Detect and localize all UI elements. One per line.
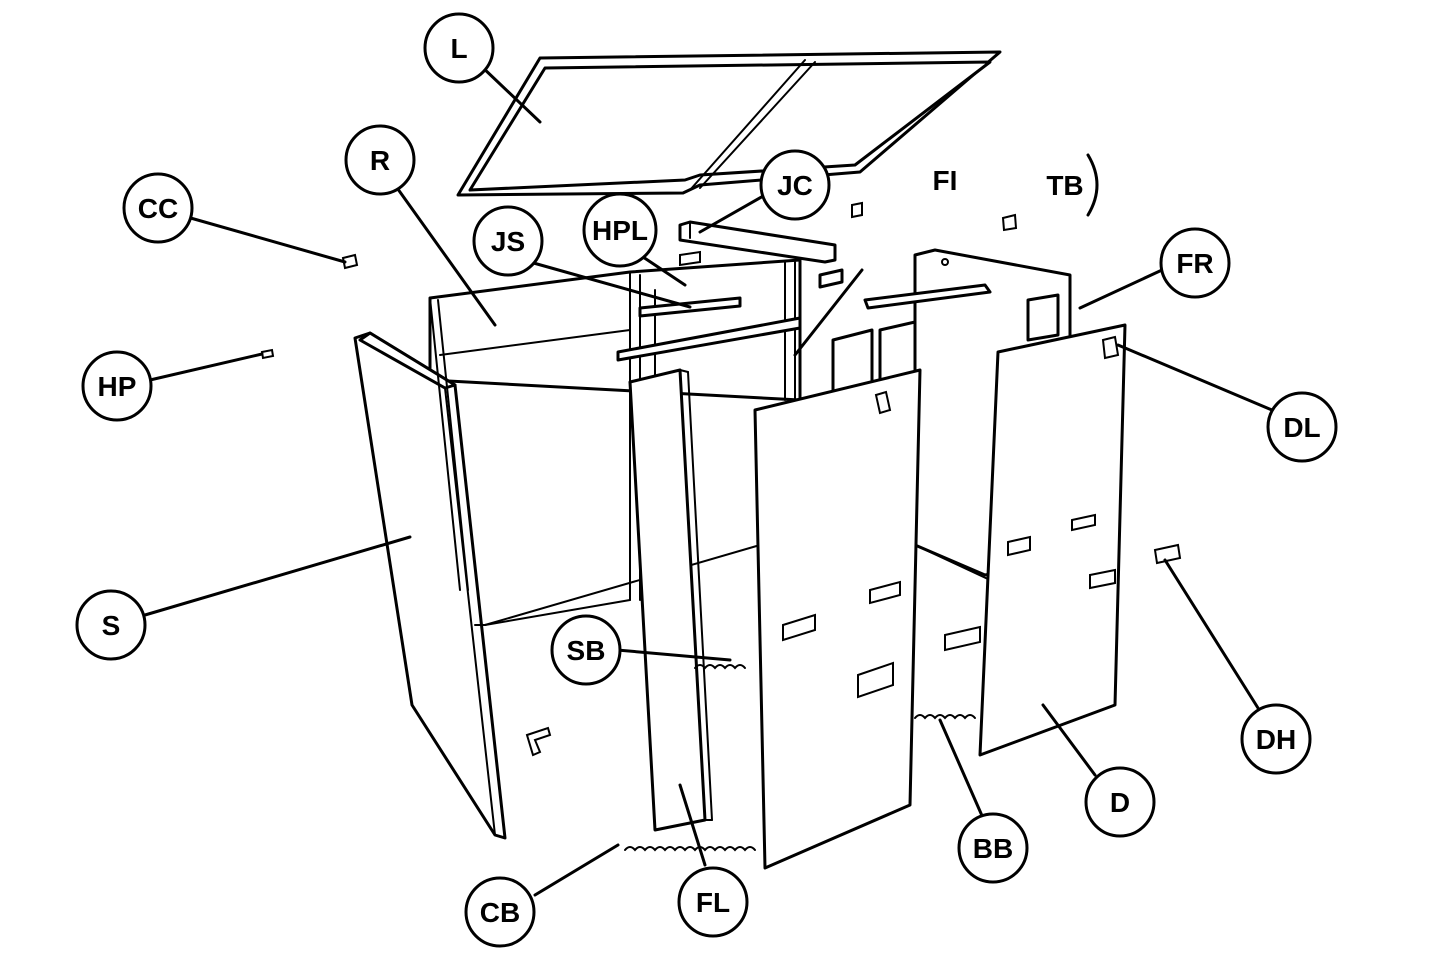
door-middle: [753, 368, 922, 870]
lid-panel: [456, 50, 1002, 197]
callout-bubble-D: [1084, 766, 1156, 838]
callout-bubble-CB: [464, 876, 536, 948]
callout-label-DL: DL: [1283, 412, 1320, 443]
callout-bubble-DL: [1266, 391, 1338, 463]
small-hardware: [260, 201, 1182, 757]
free-label-TB: TB: [1046, 170, 1083, 201]
bracket-bb: [944, 625, 981, 652]
callout-bubble-BB: [957, 812, 1029, 884]
callout-bubble-CC: [122, 172, 194, 244]
strip-bb: [914, 714, 976, 720]
callout-label-BB: BB: [973, 833, 1013, 864]
callout-bubble-S: [75, 589, 147, 661]
callout-label-JS: JS: [491, 226, 525, 257]
corner-cap-cc: [341, 253, 359, 270]
hinge-pin-hp: [260, 348, 275, 360]
corner-bracket: [525, 726, 552, 757]
callout-label-DH: DH: [1256, 724, 1296, 755]
callout-bubble-FL: [677, 866, 749, 938]
callout-label-HPL: HPL: [592, 215, 648, 246]
side-panel: [353, 331, 507, 840]
callout-bubble-L: [423, 12, 495, 84]
door-handle-dh: [1153, 543, 1182, 565]
front-left-post: [628, 368, 713, 832]
callout-R: R: [344, 124, 416, 196]
callout-bubble-HP: [81, 350, 153, 422]
callout-CB: CB: [464, 876, 536, 948]
callout-CC: CC: [122, 172, 194, 244]
callout-label-FR: FR: [1176, 248, 1213, 279]
callout-bubble-SB: [550, 614, 622, 686]
callout-bubble-JC: [759, 149, 831, 221]
callout-label-D: D: [1110, 787, 1130, 818]
joiner-support-bars: [616, 296, 802, 362]
rear-side-panel: [429, 297, 631, 626]
callout-label-CB: CB: [480, 897, 520, 928]
callout-bubble-FR: [1159, 227, 1231, 299]
callout-DL: DL: [1266, 391, 1338, 463]
callout-label-SB: SB: [567, 635, 606, 666]
callout-FR: FR: [1159, 227, 1231, 299]
wavy-strips: [624, 664, 976, 852]
door-right: [978, 323, 1127, 757]
callout-label-L: L: [450, 33, 467, 64]
callout-D: D: [1084, 766, 1156, 838]
callout-bubble-HPL: [582, 192, 658, 268]
callout-HPL: HPL: [582, 192, 658, 268]
fixing-tb-1: [1001, 213, 1018, 232]
callout-SB: SB: [550, 614, 622, 686]
hinge-plate: [679, 250, 701, 267]
callout-label-HP: HP: [98, 371, 137, 402]
callout-label-FL: FL: [696, 887, 730, 918]
callout-JS: JS: [472, 205, 544, 277]
callout-FL: FL: [677, 866, 749, 938]
free-label-FI: FI: [933, 165, 958, 196]
callout-HP: HP: [81, 350, 153, 422]
callout-bubble-DH: [1240, 703, 1312, 775]
leader-lines: [143, 63, 1274, 897]
callout-label-S: S: [102, 610, 121, 641]
callout-BB: BB: [957, 812, 1029, 884]
callout-label-JC: JC: [777, 170, 813, 201]
callout-S: S: [75, 589, 147, 661]
joiner-bar-jc: [678, 220, 837, 264]
callout-bubble-R: [344, 124, 416, 196]
callout-bubble-JS: [472, 205, 544, 277]
strip-sb: [694, 664, 746, 670]
callout-DH: DH: [1240, 703, 1312, 775]
callout-label-CC: CC: [138, 193, 178, 224]
callout-label-R: R: [370, 145, 390, 176]
strip-cb: [624, 846, 756, 852]
callout-L: L: [423, 12, 495, 84]
fixing-fi-1: [851, 201, 863, 219]
callout-JC: JC: [759, 149, 831, 221]
floor-outline: [484, 544, 991, 626]
